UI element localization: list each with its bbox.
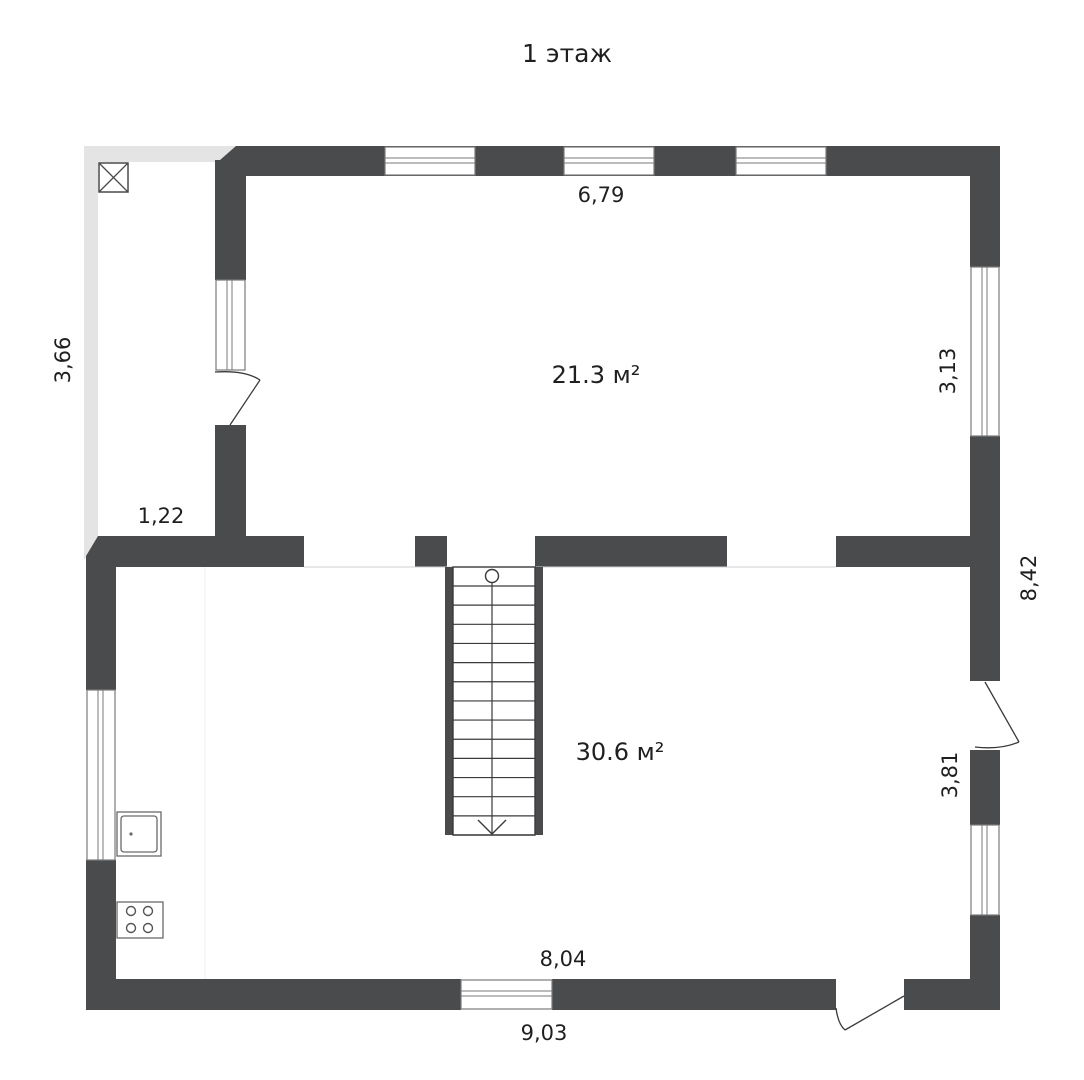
window-bottom xyxy=(460,979,553,1010)
dim-upper-right-height: 3,13 xyxy=(936,348,960,395)
windows xyxy=(86,146,1000,1010)
room-area-upper: 21.3 м² xyxy=(552,361,641,389)
dim-lower-right-height: 3,81 xyxy=(938,752,962,799)
dim-total-right-height: 8,42 xyxy=(1017,555,1041,602)
dim-outer-bottom-width: 9,03 xyxy=(521,1021,568,1045)
door-right xyxy=(974,681,1020,749)
doors xyxy=(214,371,1020,1031)
sink xyxy=(116,811,162,857)
dim-top-width: 6,79 xyxy=(578,183,625,207)
dim-inner-bottom-width: 8,04 xyxy=(540,947,587,971)
window-top-1 xyxy=(384,146,476,176)
walls xyxy=(86,146,1000,1010)
door-entrance xyxy=(835,995,905,1031)
door-terrace xyxy=(214,371,261,426)
stove xyxy=(116,901,164,939)
window-top-2 xyxy=(563,146,655,176)
vent-symbol xyxy=(98,162,129,193)
dim-left-outdoor-height: 3,66 xyxy=(51,337,75,384)
window-right-upper xyxy=(970,266,1000,437)
window-top-3 xyxy=(735,146,827,176)
window-right-lower xyxy=(970,824,1000,916)
window-left-lower xyxy=(86,689,116,861)
window-left-upper xyxy=(215,279,246,371)
staircase xyxy=(445,566,543,836)
dim-outdoor-width: 1,22 xyxy=(138,504,185,528)
floor-title: 1 этаж xyxy=(522,39,612,68)
room-area-lower: 30.6 м² xyxy=(576,738,665,766)
